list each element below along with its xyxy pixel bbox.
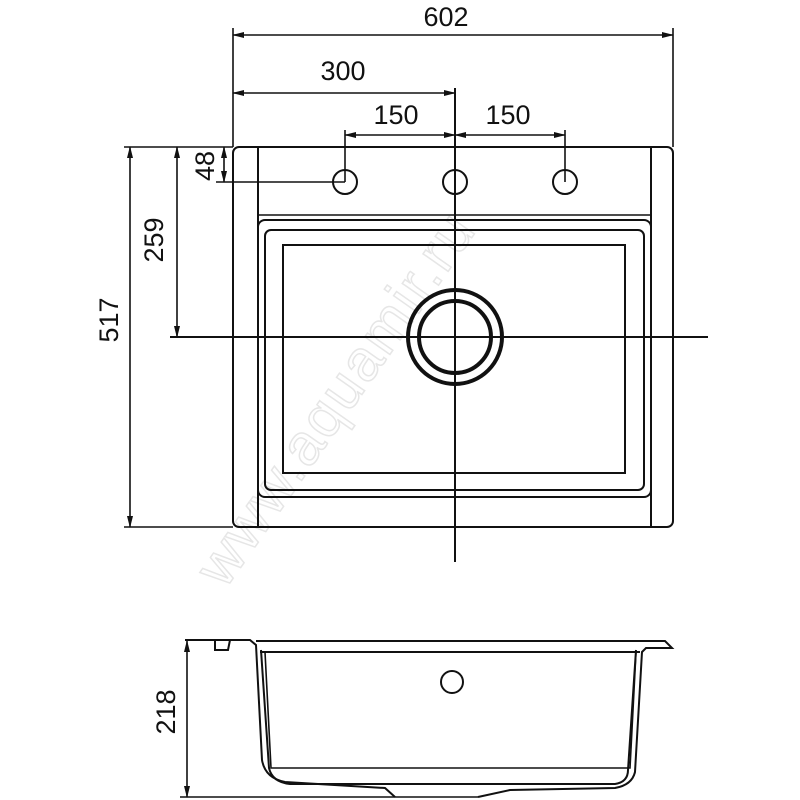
dim-overall-width: 602	[423, 2, 468, 32]
dim-tap-spacing-left: 150	[373, 100, 418, 130]
side-left-flange	[214, 639, 231, 651]
dim-height: 218	[151, 689, 181, 734]
dim-half-width: 300	[320, 56, 365, 86]
dim-tap-spacing-right: 150	[485, 100, 530, 130]
side-outer-left	[185, 639, 396, 798]
side-bowl-inner	[264, 651, 637, 769]
dim-tap-offset: 48	[190, 151, 220, 181]
dim-overall-depth: 517	[94, 297, 124, 342]
watermark: www.aquamir.ru	[182, 199, 489, 598]
top-view: 602 300 150 150 48 259 517	[94, 2, 708, 562]
side-view: 218	[151, 639, 675, 798]
dim-drain-offset: 259	[139, 217, 169, 262]
side-outer-right	[256, 640, 675, 798]
overflow-hole	[440, 670, 464, 694]
side-bowl-wall	[260, 649, 637, 785]
